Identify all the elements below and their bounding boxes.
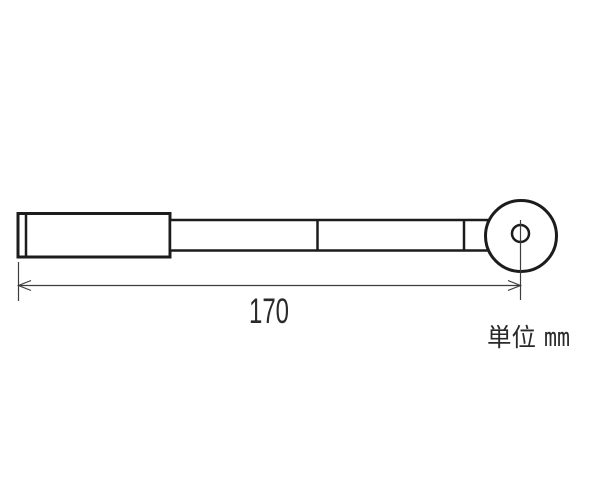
dimension-group xyxy=(16,220,523,301)
annotation-group: 170 単位 mm xyxy=(249,292,570,353)
unit-label-text: 単位 xyxy=(487,324,536,352)
dimension-arrow-right-icon xyxy=(507,279,523,292)
dimension-value-text: 170 xyxy=(249,292,289,331)
dimension-arrow-left-icon xyxy=(16,279,32,292)
handle-outline xyxy=(16,212,172,259)
unit-value-text: mm xyxy=(544,323,570,353)
shaft-outline xyxy=(168,218,490,252)
tool-outline-group xyxy=(16,199,558,273)
